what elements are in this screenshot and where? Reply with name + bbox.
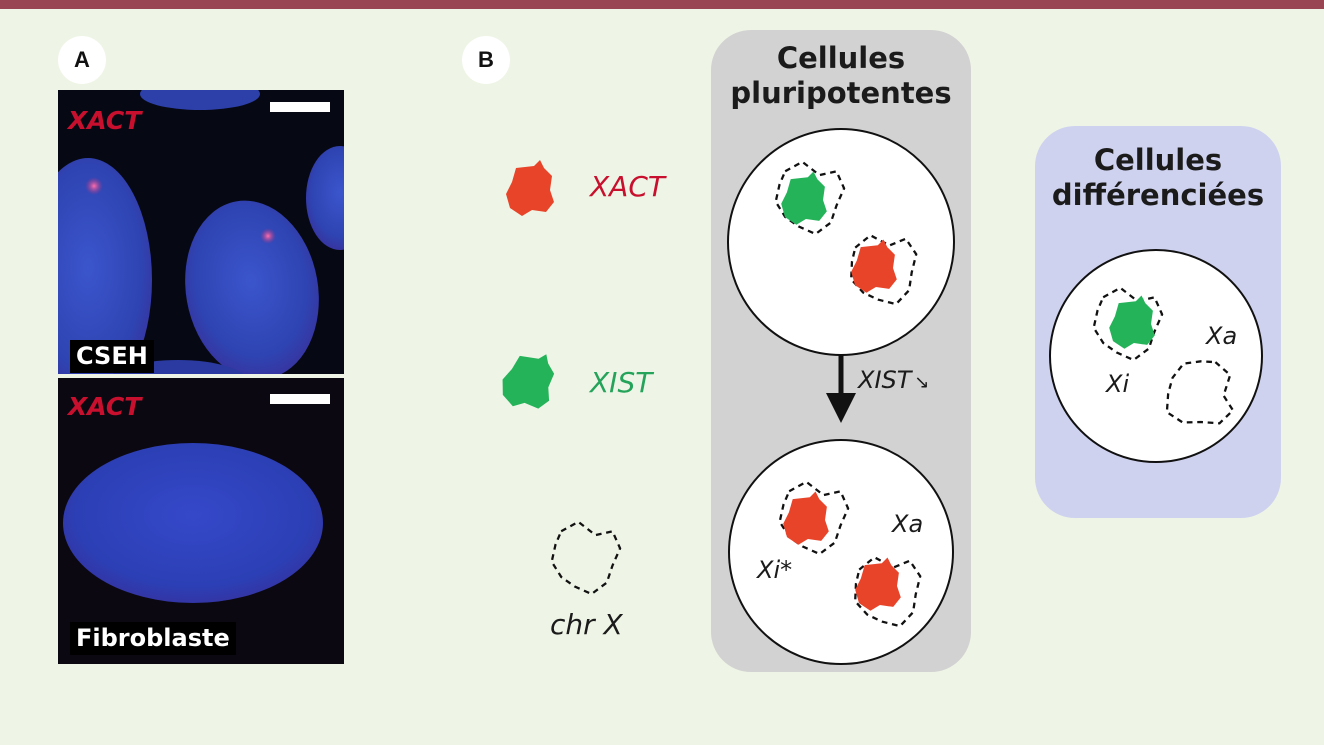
legend-xact-icon [506, 160, 554, 216]
header-bar [0, 0, 1324, 9]
pluripotent-title-line1: Cellules [776, 41, 906, 75]
differentiated-title-line1: Cellules [1093, 143, 1223, 177]
nucleus-image-fibroblast [63, 443, 323, 603]
xi-label: Xi [1106, 370, 1130, 398]
panel-a-badge: A [58, 36, 106, 84]
micrograph-fibroblast: XACT Fibroblaste [58, 378, 344, 664]
cell-type-label: CSEH [70, 340, 154, 373]
xact-probe-label: XACT [68, 392, 142, 421]
pluripotent-cell-top [727, 128, 955, 356]
differentiated-cell [1049, 249, 1263, 463]
down-trend-icon: ↘ [914, 372, 930, 393]
xa-label: Xa [1206, 322, 1238, 350]
differentiated-title-line2: différenciées [1051, 178, 1265, 212]
legend-chrx-icon [550, 520, 622, 596]
pluripotent-title-line2: pluripotentes [730, 76, 952, 110]
xi-star-label: Xi* [757, 556, 793, 584]
pluripotent-cell-bottom [728, 439, 954, 665]
legend-xist-icon [496, 345, 561, 415]
nuclei-image-cseh [58, 90, 344, 374]
xact-probe-label: XACT [68, 106, 142, 135]
scale-bar [270, 102, 330, 112]
legend-xact-label: XACT [590, 170, 665, 203]
panel-b-badge: B [462, 36, 510, 84]
legend-xist-label: XIST [590, 366, 653, 399]
xa-label: Xa [892, 510, 924, 538]
cell-type-label: Fibroblaste [70, 622, 236, 655]
micrograph-cseh: XACT CSEH [58, 90, 344, 374]
legend-chrx-label: chr X [550, 608, 623, 641]
arrow-label: XIST↘ [858, 366, 930, 394]
scale-bar [270, 394, 330, 404]
